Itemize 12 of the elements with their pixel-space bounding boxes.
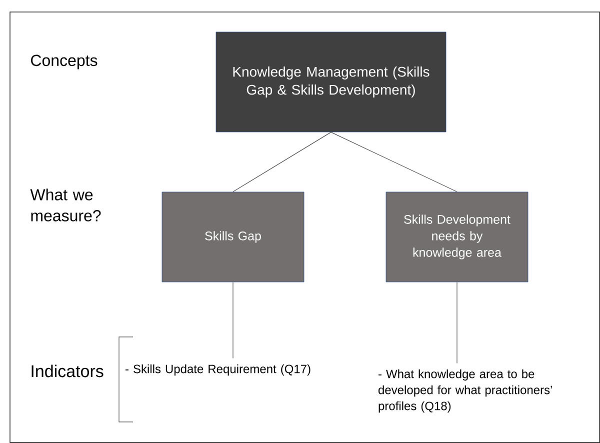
measure-box: Skills Development needs by knowledge area bbox=[386, 192, 528, 282]
indicator-text: - Skills Update Requirement (Q17) bbox=[126, 364, 310, 376]
row-label: Indicators bbox=[32, 364, 104, 378]
connector-line bbox=[330, 132, 458, 192]
measure-box: Skills Gap bbox=[162, 192, 304, 282]
concept-box: Knowledge Management (Skills Gap & Skills Development) bbox=[216, 32, 446, 132]
connector-line bbox=[456, 282, 458, 364]
row-label: What we measure? bbox=[30, 188, 101, 222]
connector-line bbox=[232, 132, 332, 192]
indicator-text: - What knowledge area to be developed for what practitioners’ profiles (Q18) bbox=[378, 369, 552, 413]
row-label: Concepts bbox=[31, 54, 98, 70]
connector-line bbox=[232, 282, 234, 358]
